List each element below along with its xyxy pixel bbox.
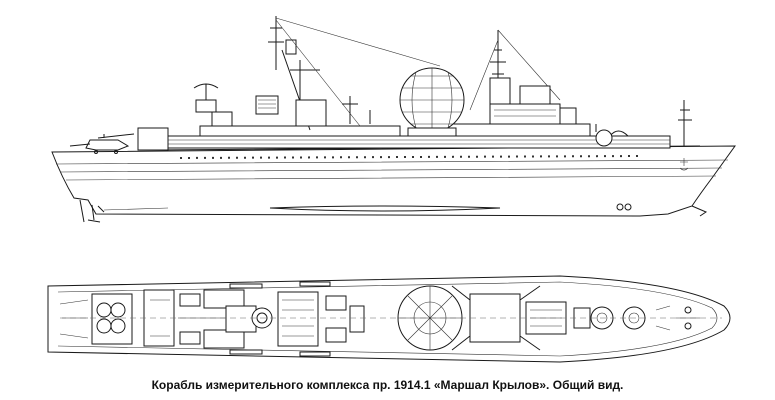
- radome-sphere: [399, 67, 465, 137]
- deck-edge: [57, 281, 718, 357]
- side-profile-view: [51, 16, 736, 223]
- stern-propeller: [79, 199, 105, 223]
- hull-stripes: [55, 159, 729, 181]
- forward-sensor-dome: [595, 129, 613, 147]
- hangar: [137, 127, 169, 151]
- forward-mast: [469, 29, 577, 125]
- superstructure-deck-2: [199, 125, 401, 137]
- main-mast: [255, 16, 441, 131]
- superstructure-lower: [149, 135, 671, 149]
- anchor-icon: [679, 158, 689, 171]
- bow-bulb: [691, 205, 708, 217]
- bridge-block: [489, 103, 561, 125]
- helipad: [91, 293, 133, 345]
- helicopter-icon: [69, 133, 135, 154]
- anchor-capstan-icon: [684, 306, 692, 314]
- plan-view: [47, 275, 731, 363]
- towed-array-line: [103, 207, 169, 211]
- stern-circles-icon: [96, 302, 126, 334]
- superstructure-deck-2b: [439, 123, 591, 137]
- deck-railings: [150, 139, 670, 145]
- bow-port-icon: [616, 203, 624, 211]
- keel-fairing: [269, 205, 501, 212]
- figure-caption: Корабль измерительного комплекса пр. 191…: [151, 378, 624, 392]
- anchor-capstan-icon-2: [684, 322, 692, 330]
- bridge-windows: [494, 109, 556, 117]
- deck-equipment: [143, 289, 365, 349]
- hull-side-outline: [51, 145, 736, 217]
- aft-radar-antenna: [193, 83, 233, 127]
- bow-port-icon-2: [624, 203, 632, 211]
- ship-drawing: [47, 16, 736, 363]
- side-boats: [229, 281, 331, 357]
- small-antennas: [342, 96, 692, 146]
